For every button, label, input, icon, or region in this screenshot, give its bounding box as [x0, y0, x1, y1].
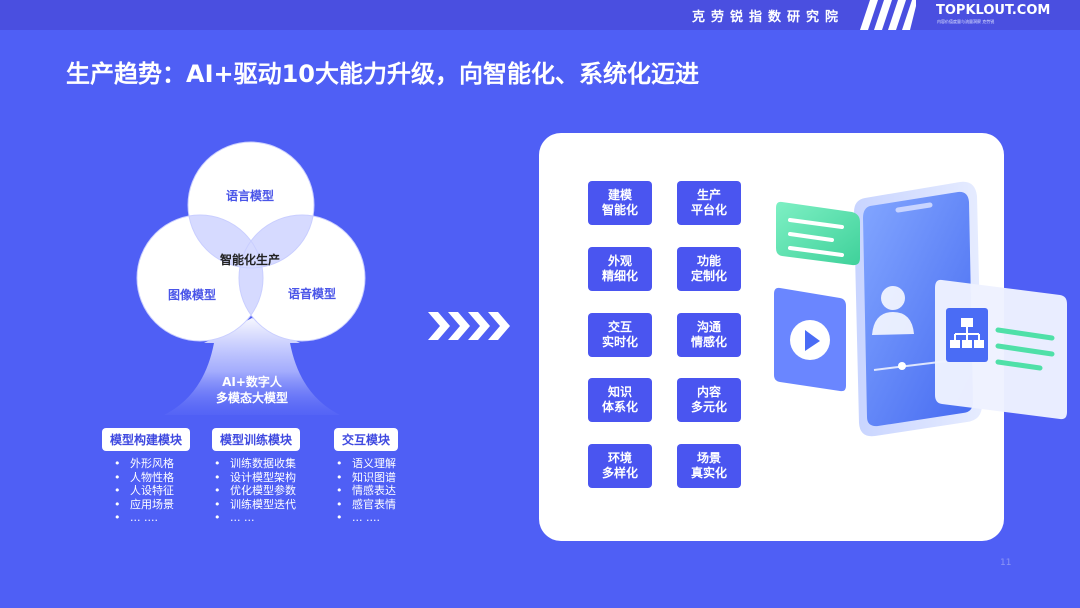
- module-build: 模型构建模块 外形风格 人物性格 人设特征 应用场景 ... ....: [102, 428, 191, 525]
- venn-circle-top: [188, 142, 314, 268]
- list-item: 知识图谱: [336, 471, 398, 485]
- venn-label-voice: 语音模型: [288, 287, 337, 301]
- capability-communication: 沟通 情感化: [677, 313, 741, 357]
- list-item: 语义理解: [336, 457, 398, 471]
- capability-content: 内容 多元化: [677, 378, 741, 422]
- list-item: 训练数据收集: [214, 457, 300, 471]
- venn-circle-left: [137, 215, 263, 341]
- list-item: 人物性格: [114, 471, 190, 485]
- capability-production: 生产 平台化: [677, 181, 741, 225]
- arrow-label-line-1: AI+数字人: [222, 375, 282, 389]
- list-item: 优化模型参数: [214, 484, 300, 498]
- page-title: 生产趋势：AI+驱动10大能力升级，向智能化、系统化迈进: [66, 60, 700, 88]
- top-bar: 克劳锐指数研究院 TOPKLOUT.COM 内容价值度量与流量洞察 克劳锐: [0, 0, 1080, 30]
- module-train-tag: 模型训练模块: [212, 428, 301, 451]
- venn-label-language: 语言模型: [226, 189, 275, 203]
- list-item: ... ...: [214, 511, 300, 525]
- phone-illustration-icon: [774, 181, 1067, 437]
- brand-tagline: 内容价值度量与流量洞察 克劳锐: [937, 19, 995, 24]
- capability-knowledge: 知识 体系化: [588, 378, 652, 422]
- venn-center-label: 智能化生产: [220, 253, 281, 267]
- list-item: ... ....: [336, 511, 398, 525]
- capability-modeling: 建模 智能化: [588, 181, 652, 225]
- venn-circle-right: [239, 215, 365, 341]
- arrow-label-line-2: 多模态大模型: [215, 391, 288, 405]
- module-interact-list: 语义理解 知识图谱 情感表达 感官表情 ... ....: [336, 457, 398, 525]
- brand-logo-text: TOPKLOUT.COM: [936, 3, 1051, 18]
- list-item: 外形风格: [114, 457, 190, 471]
- module-interact-tag: 交互模块: [334, 428, 399, 451]
- venn-label-image: 图像模型: [168, 288, 217, 302]
- capability-function: 功能 定制化: [677, 247, 741, 291]
- list-item: 应用场景: [114, 498, 190, 512]
- list-item: 情感表达: [336, 484, 398, 498]
- org-title: 克劳锐指数研究院: [692, 10, 845, 25]
- capability-appearance: 外观 精细化: [588, 247, 652, 291]
- module-train-list: 训练数据收集 设计模型架构 优化模型参数 训练模型迭代 ... ...: [214, 457, 300, 525]
- list-item: 感官表情: [336, 498, 398, 512]
- decorative-stripes-icon: [860, 0, 916, 30]
- module-train: 模型训练模块 训练数据收集 设计模型架构 优化模型参数 训练模型迭代 ... .…: [212, 428, 301, 525]
- list-item: ... ....: [114, 511, 190, 525]
- arrow-label: AI+数字人 多模态大模型: [192, 374, 312, 406]
- list-item: 训练模型迭代: [214, 498, 300, 512]
- module-build-list: 外形风格 人物性格 人设特征 应用场景 ... ....: [114, 457, 190, 525]
- capability-interaction: 交互 实时化: [588, 313, 652, 357]
- chevron-right-icon: [428, 312, 510, 340]
- capability-scene: 场景 真实化: [677, 444, 741, 488]
- page-number: 11: [1000, 558, 1012, 568]
- list-item: 设计模型架构: [214, 471, 300, 485]
- capability-environment: 环境 多样化: [588, 444, 652, 488]
- module-interact: 交互模块 语义理解 知识图谱 情感表达 感官表情 ... ....: [334, 428, 399, 525]
- module-build-tag: 模型构建模块: [102, 428, 191, 451]
- list-item: 人设特征: [114, 484, 190, 498]
